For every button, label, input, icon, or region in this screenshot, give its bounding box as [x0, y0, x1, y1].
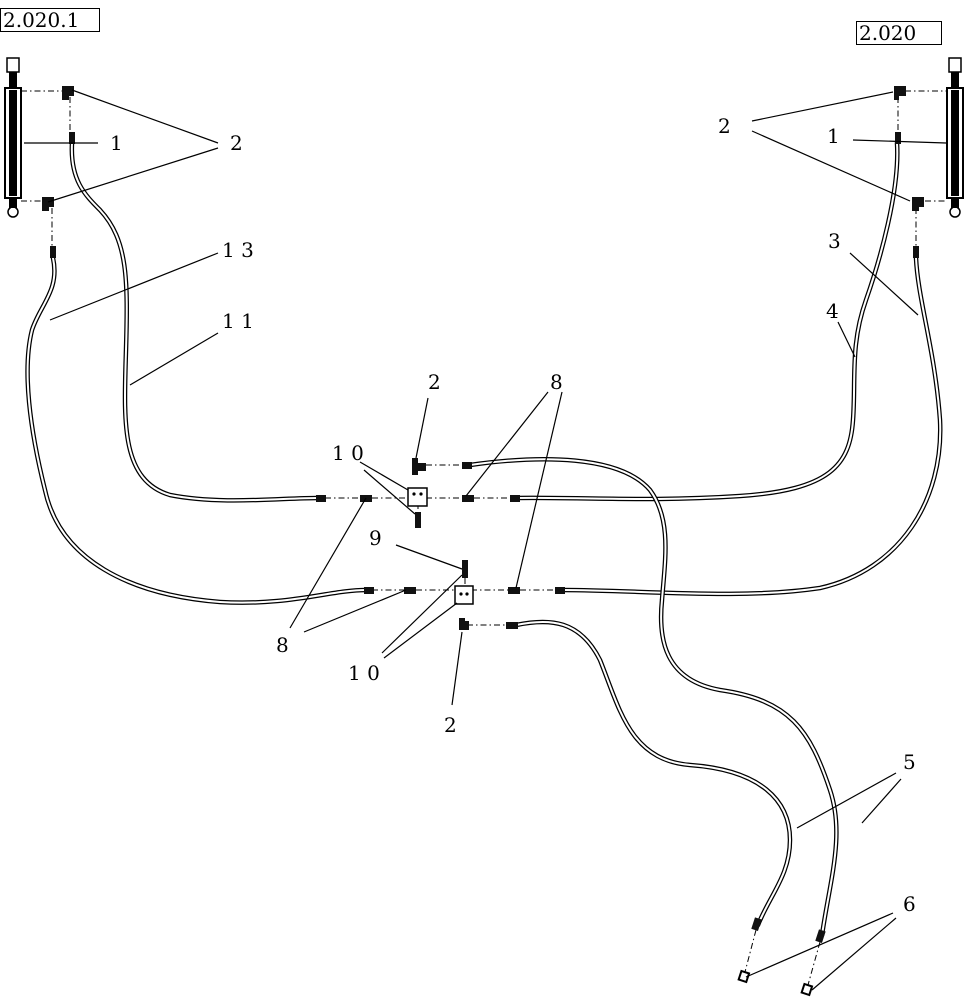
callout-3: 3	[828, 229, 841, 253]
callout-2-right: 2	[718, 114, 731, 138]
callout-11: 1 1	[222, 309, 254, 333]
ref-box-right: 2.020	[856, 21, 942, 45]
hose-4	[513, 140, 900, 502]
callout-10-bottom: 1 0	[348, 661, 380, 685]
ref-label-left: 2.020.1	[3, 8, 80, 32]
leader-lines	[24, 89, 947, 991]
callout-13: 1 3	[222, 238, 254, 262]
hose-3	[560, 255, 943, 597]
callout-labels: 1 2 1 3 1 1 2 1 3 4 2 8 1 0 9 8 1 0 2 5 …	[110, 114, 916, 916]
hose-11	[69, 140, 321, 503]
callout-4: 4	[826, 299, 839, 323]
right-cylinder	[946, 57, 964, 218]
callout-2-top-mid: 2	[428, 370, 441, 394]
callout-1-left: 1	[110, 131, 123, 155]
hose-5b	[513, 619, 793, 928]
callout-5: 5	[903, 750, 916, 774]
left-cylinder	[4, 57, 22, 218]
callout-10-top: 1 0	[332, 441, 364, 465]
callout-2-bottom-mid: 2	[444, 713, 457, 737]
callout-8-bottom-left: 8	[276, 633, 289, 657]
fittings	[42, 86, 924, 997]
tee-blocks	[407, 487, 474, 605]
center-lines	[21, 90, 947, 986]
callout-9: 9	[369, 526, 382, 550]
callout-6: 6	[903, 892, 916, 916]
callout-1-right: 1	[827, 124, 840, 148]
hose-5a	[467, 457, 839, 938]
ref-label-right: 2.020	[859, 21, 917, 45]
hoses	[25, 140, 943, 938]
ref-box-left: 2.020.1	[0, 8, 100, 32]
callout-2-left: 2	[230, 131, 243, 155]
callout-8-top: 8	[550, 370, 563, 394]
